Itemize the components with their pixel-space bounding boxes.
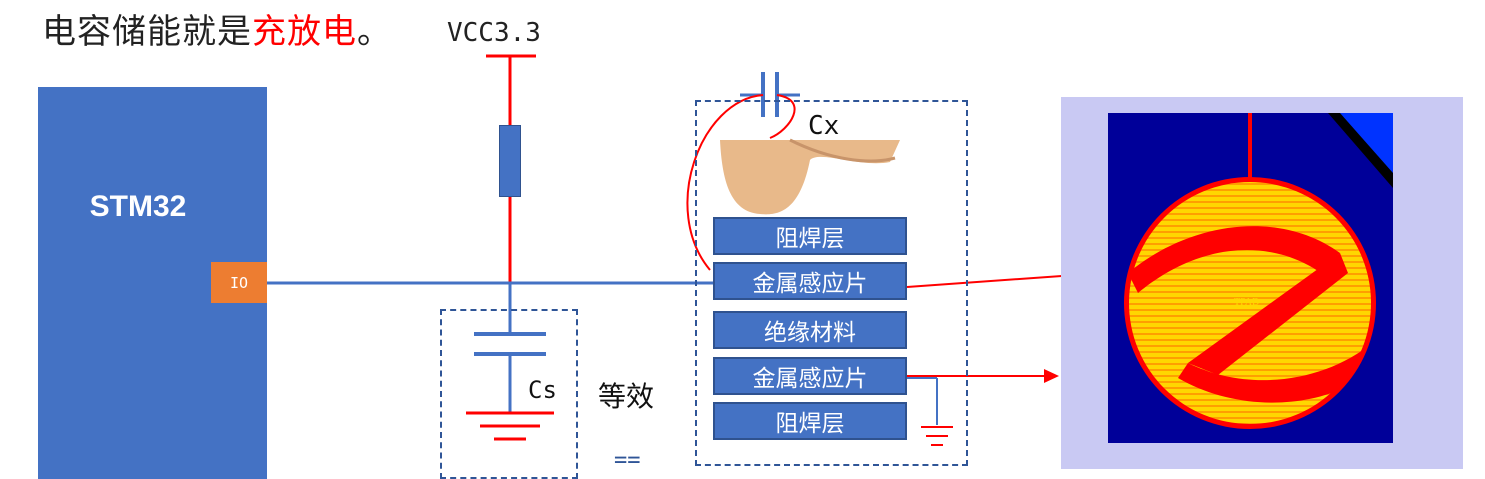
corner-stripe-blue xyxy=(1340,113,1393,173)
equivalent-label: 等效 xyxy=(598,380,655,413)
cs-label: Cs xyxy=(528,376,557,404)
equal-sign: == xyxy=(614,448,641,473)
touch-stack-box xyxy=(695,100,968,466)
z-shape xyxy=(1128,226,1374,403)
title-highlight: 充放电 xyxy=(252,12,357,52)
io-pin: IO xyxy=(211,262,267,303)
resistor xyxy=(499,125,521,197)
layer-metal-sensor-top: 金属感应片 xyxy=(713,262,907,300)
layer-insulation: 绝缘材料 xyxy=(713,311,907,349)
cx-label: Cx xyxy=(808,111,840,141)
stm32-label: STM32 xyxy=(89,190,187,223)
layer-solder-mask-top: 阻焊层 xyxy=(713,217,907,255)
finger-shape-crease xyxy=(789,138,896,163)
tpad-label: TPAD xyxy=(1234,297,1259,308)
layer-solder-mask-bottom: 阻焊层 xyxy=(713,402,907,440)
layer-metal-sensor-bottom: 金属感应片 xyxy=(713,357,907,395)
slide-title: 电容储能就是充放电。 xyxy=(42,12,392,52)
tpad-illustration: TPAD xyxy=(1124,113,1393,429)
cx-red-lead-finger xyxy=(769,94,796,139)
arrow-to-pcb-2-head xyxy=(1044,369,1059,383)
vcc-label: VCC3.3 xyxy=(447,18,541,48)
cs-equivalent-box xyxy=(440,309,578,479)
